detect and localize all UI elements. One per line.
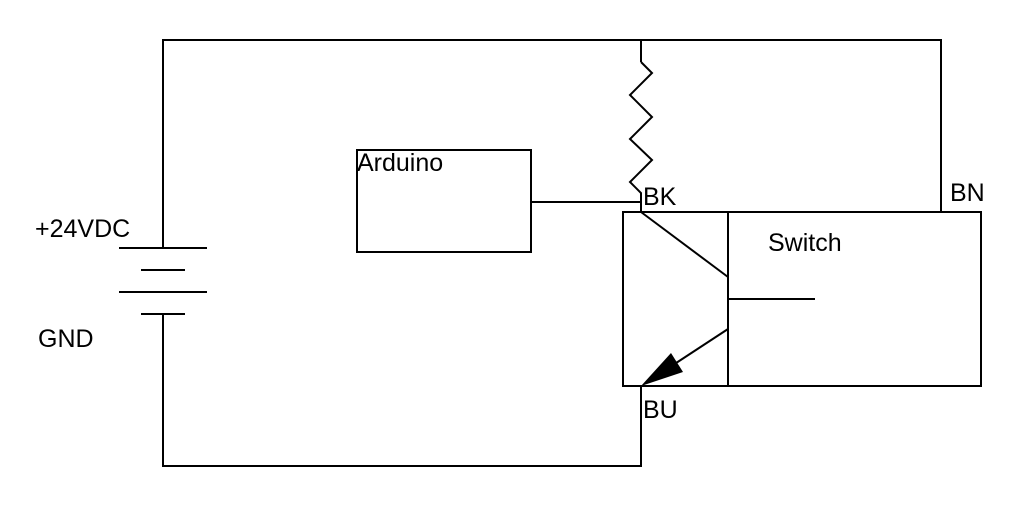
ground-wire (162, 314, 642, 467)
bn-label: BN (950, 179, 985, 207)
supply-label: +24VDC (35, 215, 130, 243)
switch-box (622, 211, 982, 387)
transistor-collector (640, 211, 729, 278)
switch-component (622, 211, 982, 387)
switch-label: Switch (768, 229, 842, 257)
bu-label: BU (643, 396, 678, 424)
ground-label: GND (38, 325, 94, 353)
arduino-box (356, 149, 532, 253)
top-wire (162, 39, 942, 248)
emitter-arrow (641, 353, 683, 386)
wires (162, 39, 942, 467)
battery (119, 247, 207, 315)
arduino-label: Arduino (357, 149, 443, 177)
bk-label: BK (643, 183, 677, 211)
transistor-emitter (669, 328, 729, 368)
resistor (628, 61, 654, 212)
